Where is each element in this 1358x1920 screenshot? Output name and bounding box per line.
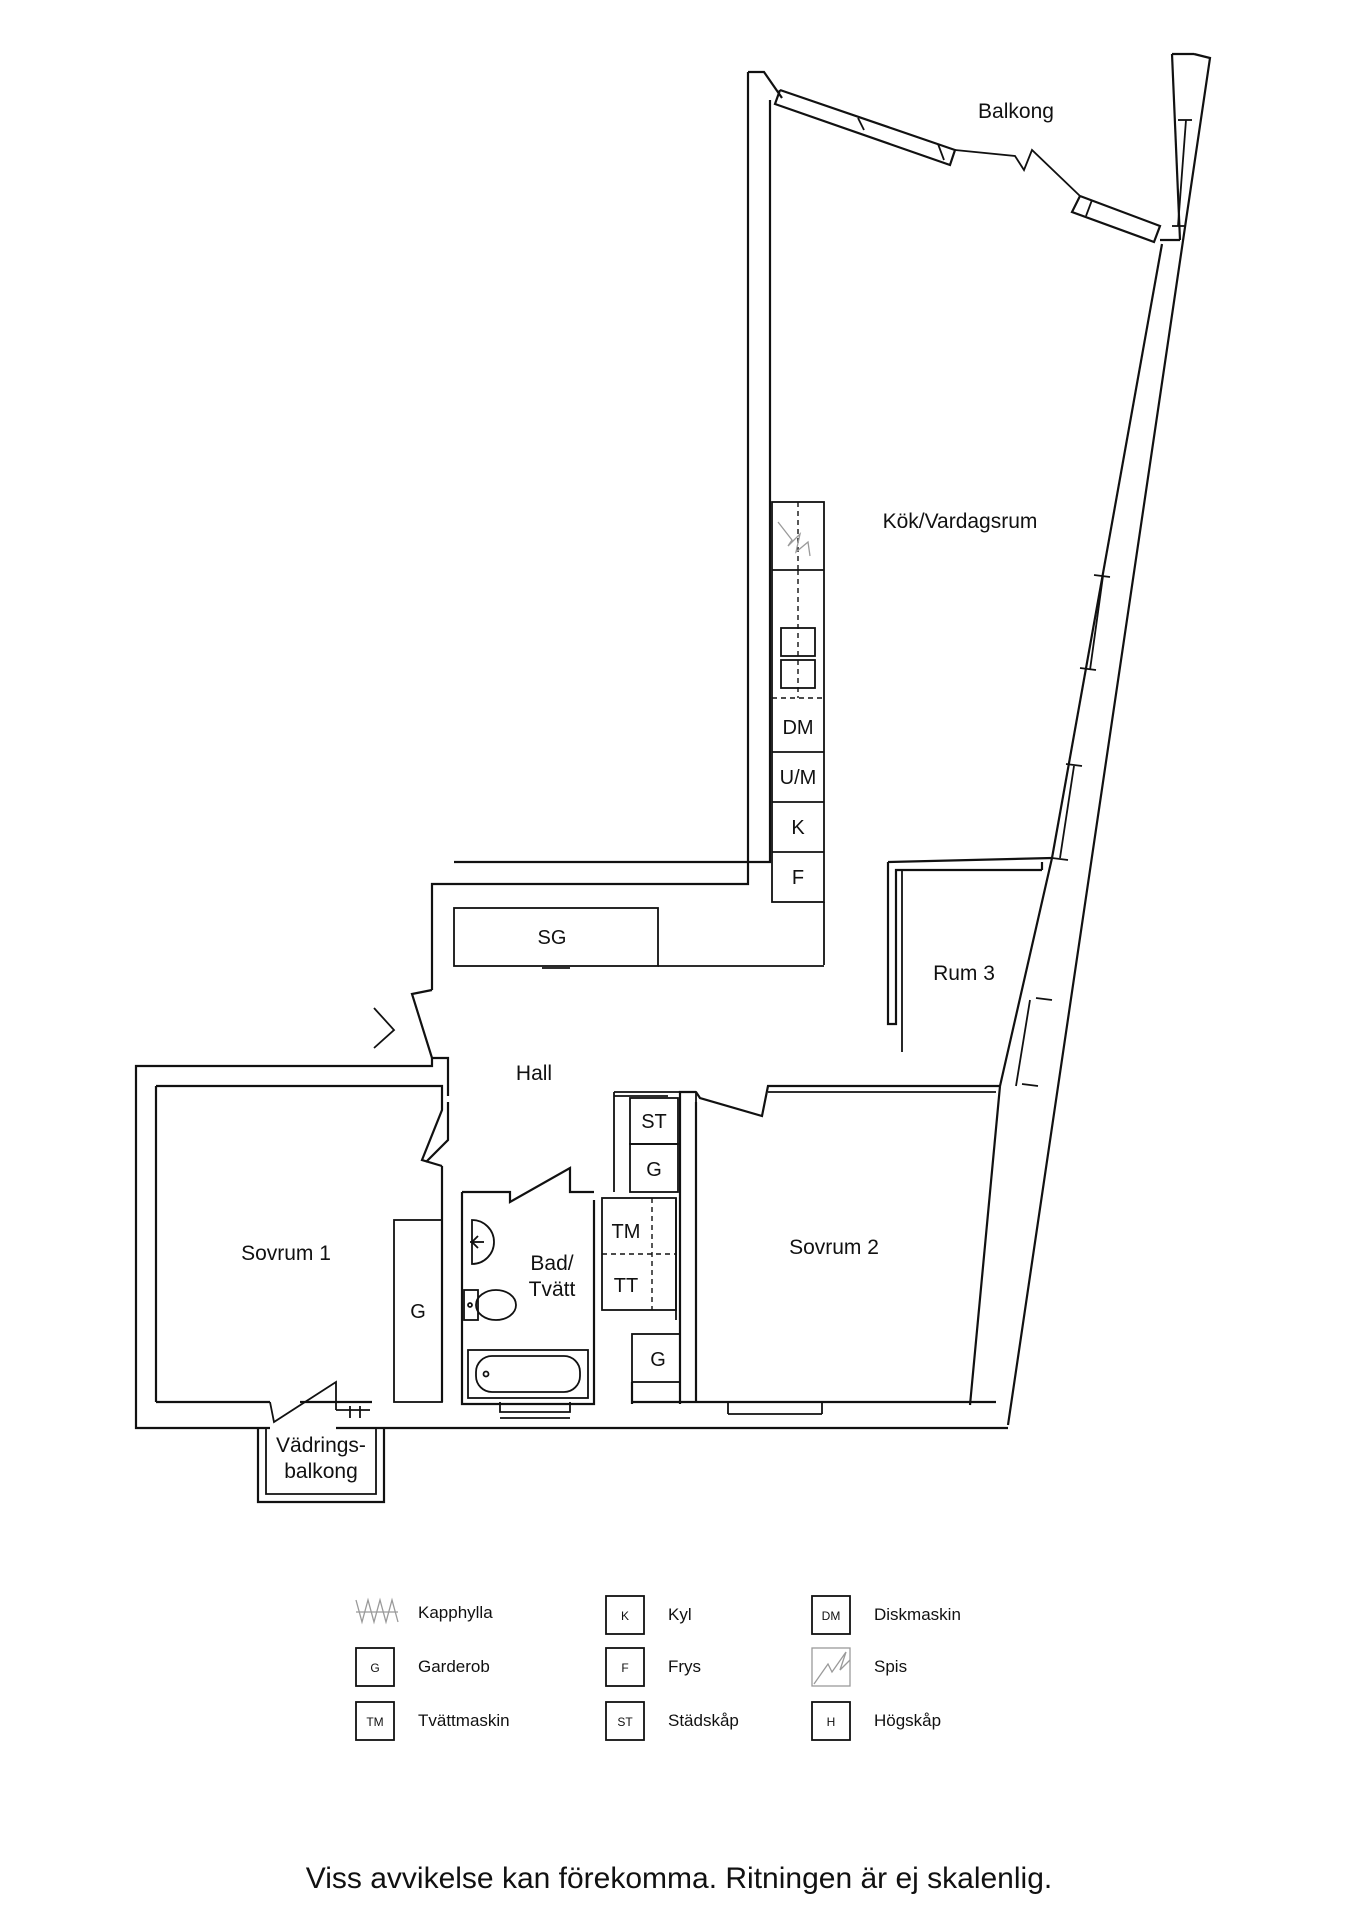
stove-icon — [811, 1647, 851, 1687]
fixture-label-um: U/M — [780, 767, 817, 789]
fixture-box-icon — [605, 1647, 645, 1687]
storage-cabinet — [453, 907, 659, 969]
fixture-label-tm: TM — [612, 1221, 641, 1243]
fixture-label-k: K — [791, 817, 805, 839]
fixture-label-tt: TT — [614, 1275, 638, 1297]
bedroom-1-fixtures — [269, 1219, 1008, 1430]
room-label-bad: Bad/ — [530, 1252, 573, 1275]
legend-item-tvattmaskin: TM Tvättmaskin — [355, 1701, 510, 1741]
closets — [601, 1090, 698, 1404]
svg-text:Kapphylla: Kapphylla — [418, 1603, 493, 1622]
legend-item-garderob: G Garderob — [355, 1647, 490, 1687]
svg-text:F: F — [621, 1661, 628, 1675]
svg-text:G: G — [370, 1661, 379, 1675]
room-label-vadrings: Vädrings- — [276, 1434, 366, 1457]
legend-item-hogskap: H Högskåp — [811, 1701, 941, 1741]
legend-item-stadskap: ST Städskåp — [605, 1701, 739, 1741]
fixture-label-dm: DM — [782, 717, 813, 739]
kitchen-counter — [771, 501, 825, 965]
room-label-rum-3: Rum 3 — [933, 962, 995, 985]
coat-rack-icon — [355, 1597, 399, 1625]
legend-item-spis: Spis — [811, 1647, 907, 1687]
room-label-sovrum-1: Sovrum 1 — [241, 1242, 331, 1265]
fixture-label-g-hall: G — [646, 1159, 662, 1181]
hall-walls — [134, 965, 824, 1430]
fixture-box-icon — [605, 1701, 645, 1741]
fixture-box-icon — [355, 1647, 395, 1687]
svg-text:H: H — [827, 1715, 836, 1729]
svg-text:K: K — [621, 1609, 629, 1623]
legend-item-diskmaskin: DM Diskmaskin — [811, 1595, 961, 1635]
svg-text:Tvättmaskin: Tvättmaskin — [418, 1711, 510, 1730]
fixture-box-icon — [605, 1595, 645, 1635]
svg-text:DM: DM — [822, 1609, 841, 1623]
fixture-box-icon — [811, 1595, 851, 1635]
room-labels: Balkong Kök/Vardagsrum Rum 3 Hall Sovrum… — [241, 100, 1054, 1483]
fixture-label-sg: SG — [538, 927, 567, 949]
legend-item-kyl: K Kyl — [605, 1595, 692, 1635]
outer-walls — [430, 52, 1212, 1426]
disclaimer-text: Viss avvikelse kan förekomma. Ritningen … — [305, 1862, 1053, 1895]
svg-text:TM: TM — [366, 1715, 383, 1729]
svg-text:Diskmaskin: Diskmaskin — [874, 1605, 961, 1624]
room-label-balkong-small: balkong — [284, 1460, 358, 1483]
svg-text:Kyl: Kyl — [668, 1605, 692, 1624]
svg-text:Frys: Frys — [668, 1657, 701, 1676]
room-label-hall: Hall — [516, 1062, 552, 1085]
fixture-label-f: F — [792, 867, 804, 889]
fixture-box-icon — [355, 1701, 395, 1741]
balcony-window-wall — [773, 88, 1162, 244]
fixture-label-st: ST — [641, 1111, 667, 1133]
bedroom-2-walls — [632, 1084, 1000, 1415]
room-label-kitchen-living: Kök/Vardagsrum — [883, 510, 1038, 533]
stove-icon — [777, 521, 811, 557]
room-3-walls — [886, 856, 1053, 1052]
room-label-sovrum-2: Sovrum 2 — [789, 1236, 879, 1259]
fixture-box-icon — [811, 1701, 851, 1741]
svg-text:ST: ST — [617, 1715, 633, 1729]
legend-item-frys: F Frys — [605, 1647, 701, 1687]
svg-text:Högskåp: Högskåp — [874, 1711, 941, 1730]
airing-balcony — [256, 1428, 386, 1504]
fixture-label-g-sovrum2: G — [650, 1349, 666, 1371]
legend: Kapphylla G Garderob TM Tvättmaskin K Ky… — [355, 1595, 961, 1741]
legend-item-kapphylla: Kapphylla — [355, 1597, 493, 1625]
bathroom — [462, 1166, 594, 1419]
svg-text:Garderob: Garderob — [418, 1657, 490, 1676]
fixture-label-g-sovrum1: G — [410, 1301, 426, 1323]
fixture-labels: SG DM U/M K F ST G TM TT G G — [410, 717, 816, 1371]
svg-text:Spis: Spis — [874, 1657, 907, 1676]
room-label-tvatt: Tvätt — [529, 1278, 576, 1301]
room-label-balkong: Balkong — [978, 100, 1054, 123]
svg-text:Städskåp: Städskåp — [668, 1711, 739, 1730]
